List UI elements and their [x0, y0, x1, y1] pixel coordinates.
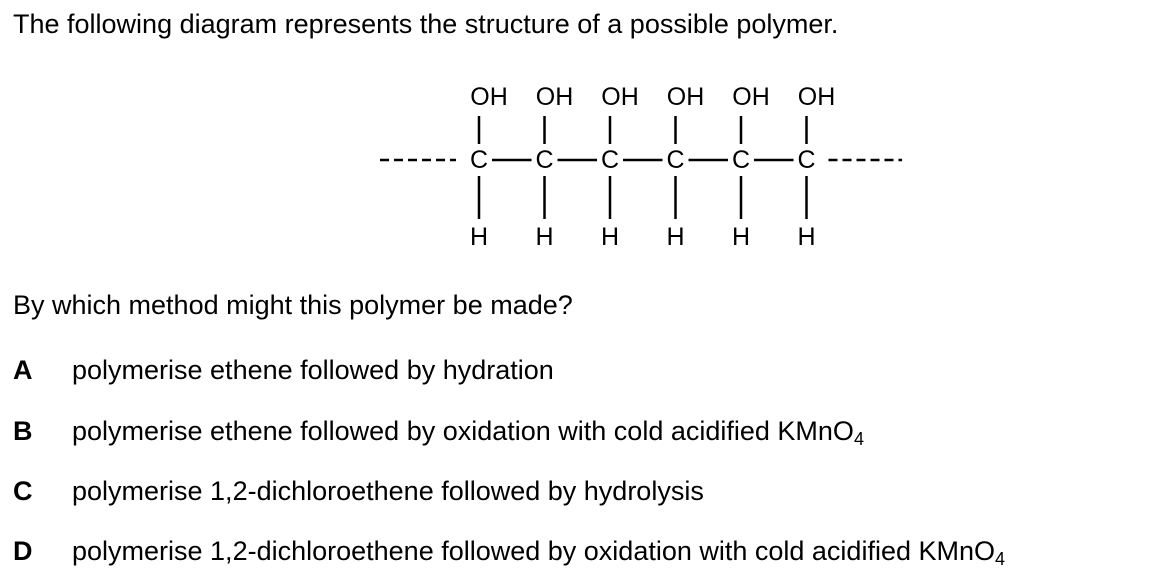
- hydrogen-atom-label: H: [797, 223, 815, 251]
- option-text: polymerise 1,2-dichloroethene followed b…: [72, 476, 704, 506]
- option-text: polymerise ethene followed by oxidation …: [72, 416, 864, 449]
- oh-group-label: OH: [732, 83, 770, 111]
- carbon-atom-label: C: [601, 146, 619, 174]
- carbon-atom-label: C: [666, 146, 684, 174]
- hydrogen-atom-label: H: [470, 223, 488, 251]
- oh-group-label: OH: [470, 83, 508, 111]
- intro-text: The following diagram represents the str…: [13, 9, 839, 39]
- option-letter: C: [13, 476, 33, 506]
- oh-group-label: OH: [798, 83, 836, 111]
- option-text: polymerise 1,2-dichloroethene followed b…: [72, 536, 1006, 569]
- oh-group-label: OH: [536, 83, 574, 111]
- carbon-atom-label: C: [797, 146, 815, 174]
- question-text: By which method might this polymer be ma…: [13, 290, 573, 320]
- hydrogen-atom-label: H: [535, 223, 553, 251]
- option-letter: B: [13, 416, 33, 446]
- hydrogen-atom-label: H: [601, 223, 619, 251]
- carbon-atom-label: C: [535, 146, 553, 174]
- option-letter: A: [13, 355, 33, 385]
- hydrogen-atom-label: H: [666, 223, 684, 251]
- option-letter: D: [13, 536, 33, 566]
- hydrogen-atom-label: H: [732, 223, 750, 251]
- carbon-atom-label: C: [470, 146, 488, 174]
- oh-group-label: OH: [667, 83, 705, 111]
- carbon-atom-label: C: [732, 146, 750, 174]
- oh-group-label: OH: [601, 83, 639, 111]
- option-text: polymerise ethene followed by hydration: [72, 355, 554, 385]
